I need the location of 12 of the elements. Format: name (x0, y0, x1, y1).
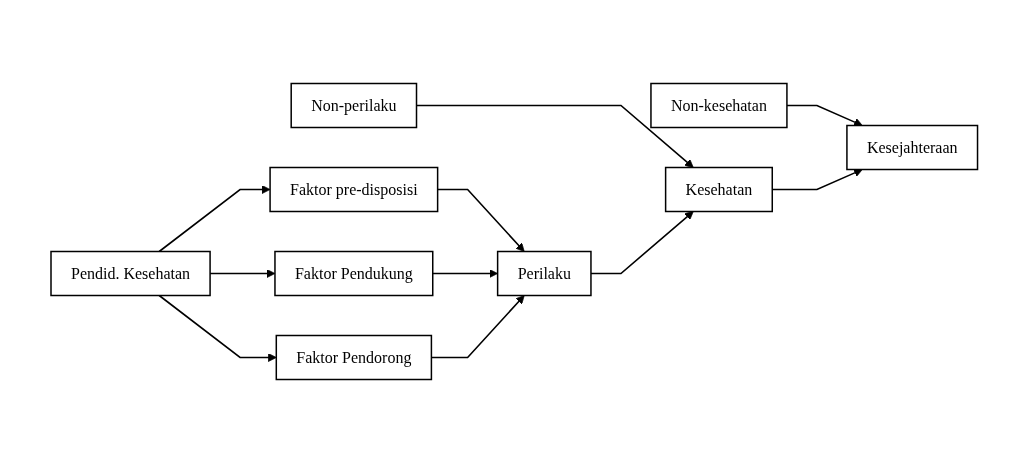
node-box: Non-perilaku (290, 82, 418, 129)
arrow (158, 294, 277, 362)
node-box: Pendid. Kesehatan (50, 250, 212, 297)
node-box: Faktor pre-disposisi (269, 166, 439, 213)
node-box: Kesejahteraan (846, 124, 979, 171)
arrow (158, 185, 271, 253)
node-box: Faktor Pendukung (274, 250, 434, 297)
node-box: Non-kesehatan (650, 82, 788, 129)
node-box: Perilaku (497, 250, 592, 297)
node-box: Faktor Pendorong (275, 334, 433, 381)
arrow (437, 188, 525, 252)
node-box: Kesehatan (665, 166, 774, 213)
